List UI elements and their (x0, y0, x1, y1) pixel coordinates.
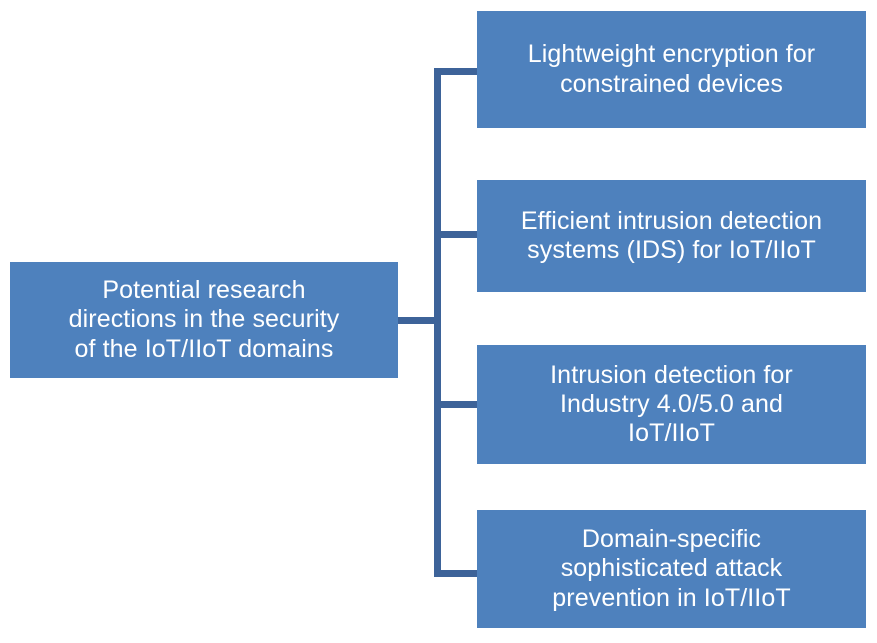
node-child-1-label: Lightweight encryption for constrained d… (527, 40, 816, 98)
node-child-2[interactable]: Efficient intrusion detection systems (I… (477, 180, 866, 292)
connector-vertical-trunk (434, 68, 441, 577)
node-child-4[interactable]: Domain-specific sophisticated attack pre… (477, 510, 866, 628)
connector-root-to-trunk (396, 317, 440, 324)
connector-trunk-to-child-1 (434, 68, 481, 75)
node-child-3-label: Intrusion detection for Industry 4.0/5.0… (550, 360, 793, 448)
node-child-2-label: Efficient intrusion detection systems (I… (520, 206, 823, 264)
node-child-4-label: Domain-specific sophisticated attack pre… (552, 525, 791, 612)
node-root-label: Potential research directions in the sec… (68, 276, 340, 363)
connector-trunk-to-child-4 (434, 570, 481, 577)
node-child-3[interactable]: Intrusion detection for Industry 4.0/5.0… (477, 345, 866, 464)
node-root[interactable]: Potential research directions in the sec… (10, 262, 398, 378)
node-child-1[interactable]: Lightweight encryption for constrained d… (477, 11, 866, 128)
connector-trunk-to-child-3 (434, 401, 481, 408)
connector-trunk-to-child-2 (434, 231, 481, 238)
